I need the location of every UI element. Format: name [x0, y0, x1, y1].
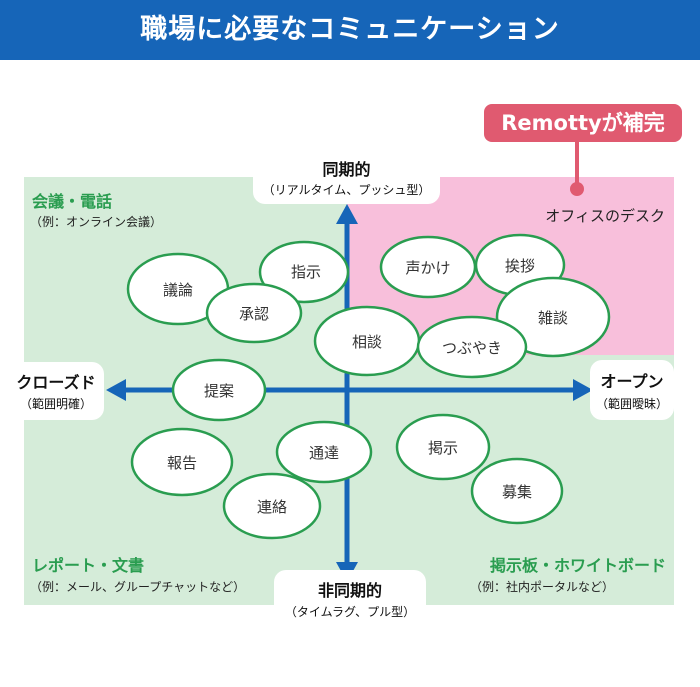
remotty-callout — [484, 104, 682, 142]
item-label-tsubuyaki: つぶやき — [442, 339, 502, 357]
item-label-boshu: 募集 — [502, 483, 532, 501]
axis-bottom-sub: （タイムラグ、プル型） — [284, 605, 416, 619]
callout-pointer-dot — [570, 182, 584, 196]
item-label-giron: 議論 — [163, 281, 193, 299]
ellipse-hokoku — [130, 427, 234, 497]
item-label-aisatsu: 挨拶 — [505, 257, 535, 275]
ellipse-tsutatsu — [275, 420, 373, 484]
axis-top-title: 同期的 — [322, 160, 371, 179]
ellipse-tsubuyaki — [416, 315, 528, 379]
quadrant-top-left-title: 会議・電話 — [32, 192, 113, 211]
axis-arrow-left — [106, 379, 126, 401]
axis-arrow-up — [336, 204, 358, 224]
item-label-shiji: 指示 — [291, 263, 321, 281]
quadrant-top-left-sub: （例：オンライン会議） — [30, 215, 163, 229]
quadrant-bottom-right-title: 掲示板・ホワイトボード — [489, 556, 666, 575]
axis-right-label-bg — [590, 360, 674, 420]
item-label-shonin: 承認 — [239, 305, 269, 323]
remotty-callout-label: Remottyが補完 — [501, 111, 665, 135]
header-bar — [0, 0, 700, 60]
item-label-teian: 提案 — [204, 382, 234, 400]
axis-arrow-right — [573, 379, 593, 401]
ellipse-zatsudan — [495, 276, 611, 358]
item-label-keiji: 掲示 — [428, 439, 458, 457]
axis-left-label-bg — [8, 362, 104, 420]
axis-right-sub: （範囲曖昧） — [595, 397, 668, 411]
ellipse-keiji — [395, 413, 491, 481]
axis-top-label-bg — [253, 150, 440, 204]
quadrant-bottom-left-title: レポート・文書 — [32, 556, 145, 575]
item-label-tsutatsu: 通達 — [309, 444, 339, 462]
ellipse-renraku — [222, 472, 322, 540]
ellipse-shiji — [258, 240, 350, 304]
page-title: 職場に必要なコミュニケーション — [140, 14, 560, 45]
axis-bottom-label-bg — [274, 570, 426, 626]
item-label-zatsudan: 雑談 — [538, 309, 568, 327]
axis-bottom-title: 非同期的 — [317, 581, 382, 600]
ellipse-teian — [171, 358, 267, 422]
quadrant-bottom-left-sub: （例：メール、グループチャットなど） — [30, 580, 246, 594]
axis-left-title: クローズド — [16, 373, 96, 392]
item-label-sodan: 相談 — [352, 333, 382, 351]
item-label-renraku: 連絡 — [257, 498, 287, 516]
item-label-koekake: 声かけ — [405, 259, 450, 277]
quadrant-bottom-right-sub: （例：社内ポータルなど） — [470, 580, 615, 594]
axis-top-sub: （リアルタイム、プッシュ型） — [262, 183, 431, 197]
item-label-hokoku: 報告 — [167, 454, 197, 472]
ellipse-shonin — [205, 282, 303, 344]
ellipse-boshu — [470, 457, 564, 525]
axis-right-title: オープン — [600, 372, 664, 391]
axis-left-sub: （範囲明確） — [19, 397, 92, 411]
quadrant-top-right-title: オフィスのデスク — [545, 207, 665, 225]
